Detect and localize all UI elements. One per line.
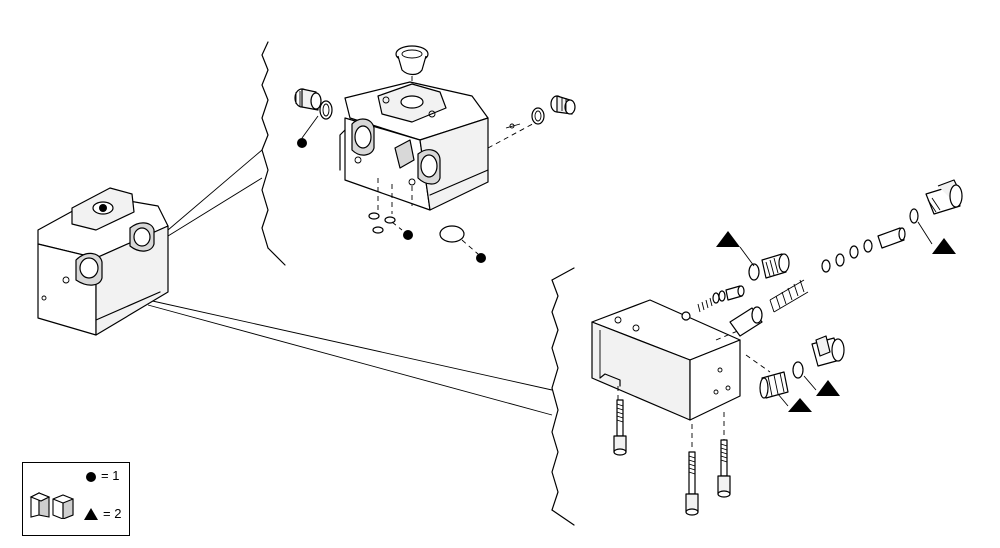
plug-upper-right — [550, 95, 576, 115]
legend-triangle-label: = 2 — [103, 506, 122, 521]
ball-small — [681, 311, 691, 321]
end-fitting-nut — [925, 179, 963, 215]
cartridge-block — [591, 299, 771, 450]
zoom-break-line-lower — [551, 267, 575, 526]
marker-triangle-2 — [932, 238, 956, 254]
spring-large — [769, 279, 809, 313]
zoom-leader-lines — [147, 149, 553, 416]
marker-circle-2 — [403, 230, 413, 240]
valve-block-overview — [37, 187, 169, 336]
o-rings-lower-upper — [368, 212, 479, 255]
spool-cylinder — [729, 306, 763, 337]
plug-upper-left — [294, 88, 322, 111]
spring-small — [697, 290, 726, 313]
valve-housing-exploded — [339, 45, 541, 214]
bolt-1 — [613, 399, 627, 456]
adjuster-screw — [761, 253, 790, 279]
small-pin-upper — [505, 123, 521, 129]
plunger-small — [725, 285, 745, 301]
bolt-2 — [685, 451, 699, 516]
seal-ring-upper-right — [531, 107, 545, 125]
marker-triangle-1 — [716, 231, 740, 247]
marker-circle-3 — [476, 253, 486, 263]
bolt-3 — [717, 439, 731, 498]
legend-triangle-icon — [84, 508, 98, 520]
seal-stack — [821, 239, 873, 273]
cartridge-small — [759, 371, 789, 399]
marker-circle-1 — [297, 138, 307, 148]
marker-triangle-3 — [788, 398, 812, 412]
plug-lower — [811, 335, 845, 367]
legend-circle-icon — [86, 472, 96, 482]
o-ring-mid — [748, 263, 760, 281]
legend-circle-label: = 1 — [101, 468, 120, 483]
cube-icon — [29, 492, 74, 519]
legend-box: = 1 = 2 — [22, 462, 130, 536]
piston-pin — [877, 227, 906, 249]
zoom-break-line-upper — [261, 41, 286, 266]
marker-triangle-4 — [816, 380, 840, 396]
o-ring-lower — [792, 361, 804, 379]
seal-ring-upper-left — [319, 100, 333, 120]
o-ring-end — [909, 208, 919, 224]
